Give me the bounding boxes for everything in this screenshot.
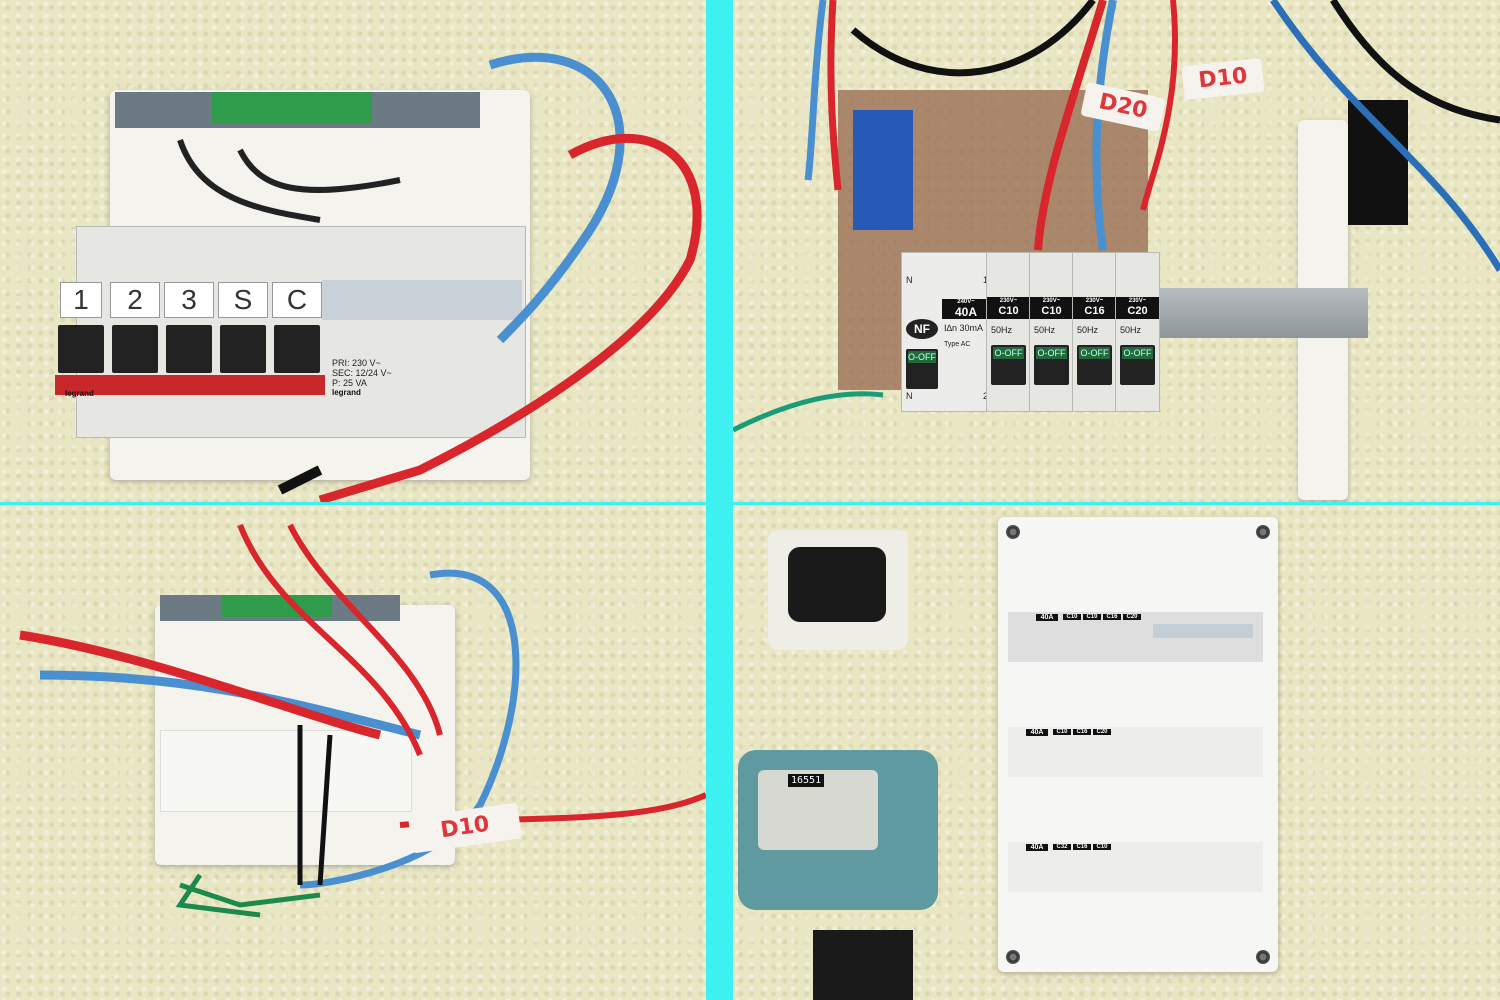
breaker-module: 230V~C20 50Hz O-OFF <box>1115 252 1160 412</box>
nf-mark: NF <box>906 319 938 339</box>
breaker-toggle[interactable] <box>58 325 104 373</box>
transformer-spec: P: 25 VA <box>332 378 367 388</box>
breaker-toggle[interactable]: O-OFF <box>1034 345 1069 385</box>
rcd-module: N 1 240V~ 40A I∆n 30mA Type AC NF O-OFF … <box>901 252 993 412</box>
transformer-brand: legrand <box>332 388 361 397</box>
photo-bottom-left: D10 <box>0 505 706 1000</box>
breaker-toggle[interactable] <box>274 325 320 373</box>
breaker-module: 230V~C10 50Hz O-OFF <box>986 252 1031 412</box>
panel-row-3: 40A C32 C16 C10 <box>1008 842 1263 892</box>
photo-bottom-right: 16551 40A C10 C10 C16 C20 40A C10 C16 C2… <box>733 505 1500 1000</box>
rcd-sensitivity: I∆n 30mA <box>944 323 984 333</box>
brand-label: legrand <box>65 389 94 398</box>
ground-terminal-block <box>212 92 372 124</box>
breaker-toggle[interactable] <box>220 325 266 373</box>
photo-top-right: N 1 240V~ 40A I∆n 30mA Type AC NF O-OFF … <box>733 0 1500 502</box>
red-stripe <box>55 375 325 395</box>
breaker-label: C <box>272 282 322 318</box>
wires <box>177 52 702 502</box>
rcd-type: Type AC <box>944 341 971 348</box>
meter-reading: 16551 <box>788 774 825 787</box>
photo-top-left: 1 2 3 S C legrand PRI: 230 V~ SEC: 12/24… <box>0 0 706 502</box>
breaker-toggle[interactable]: O-OFF <box>1077 345 1112 385</box>
meter-base <box>813 930 913 1000</box>
din-rail <box>1153 288 1368 338</box>
transformer-spec: PRI: 230 V~ <box>332 358 381 368</box>
breaker-label: S <box>218 282 268 318</box>
breaker-label: 2 <box>110 282 160 318</box>
panel-row-1: 40A C10 C10 C16 C20 <box>1008 612 1263 662</box>
distribution-panel: 40A C10 C10 C16 C20 40A C10 C16 C20 40A … <box>998 517 1278 972</box>
breaker-toggle[interactable] <box>166 325 212 373</box>
wires <box>733 0 1500 433</box>
empty-rail <box>160 730 412 812</box>
rcd-toggle[interactable]: O-OFF <box>906 349 938 389</box>
neutral-terminal-block <box>853 110 913 230</box>
breaker-label: 3 <box>164 282 214 318</box>
breaker-module: 230V~C16 50Hz O-OFF <box>1072 252 1117 412</box>
panel-row-2: 40A C10 C16 C20 <box>1008 727 1263 777</box>
breaker-toggle[interactable] <box>112 325 158 373</box>
transformer-window <box>322 280 522 320</box>
black-socket <box>788 547 886 622</box>
breaker-toggle[interactable]: O-OFF <box>991 345 1026 385</box>
electric-meter: 16551 <box>738 750 938 910</box>
breaker-label: 1 <box>60 282 102 318</box>
breaker-toggle[interactable]: O-OFF <box>1120 345 1155 385</box>
transformer-spec: SEC: 12/24 V~ <box>332 368 392 378</box>
rcd-rating: 240V~ 40A <box>942 299 990 319</box>
wires <box>19 523 706 918</box>
